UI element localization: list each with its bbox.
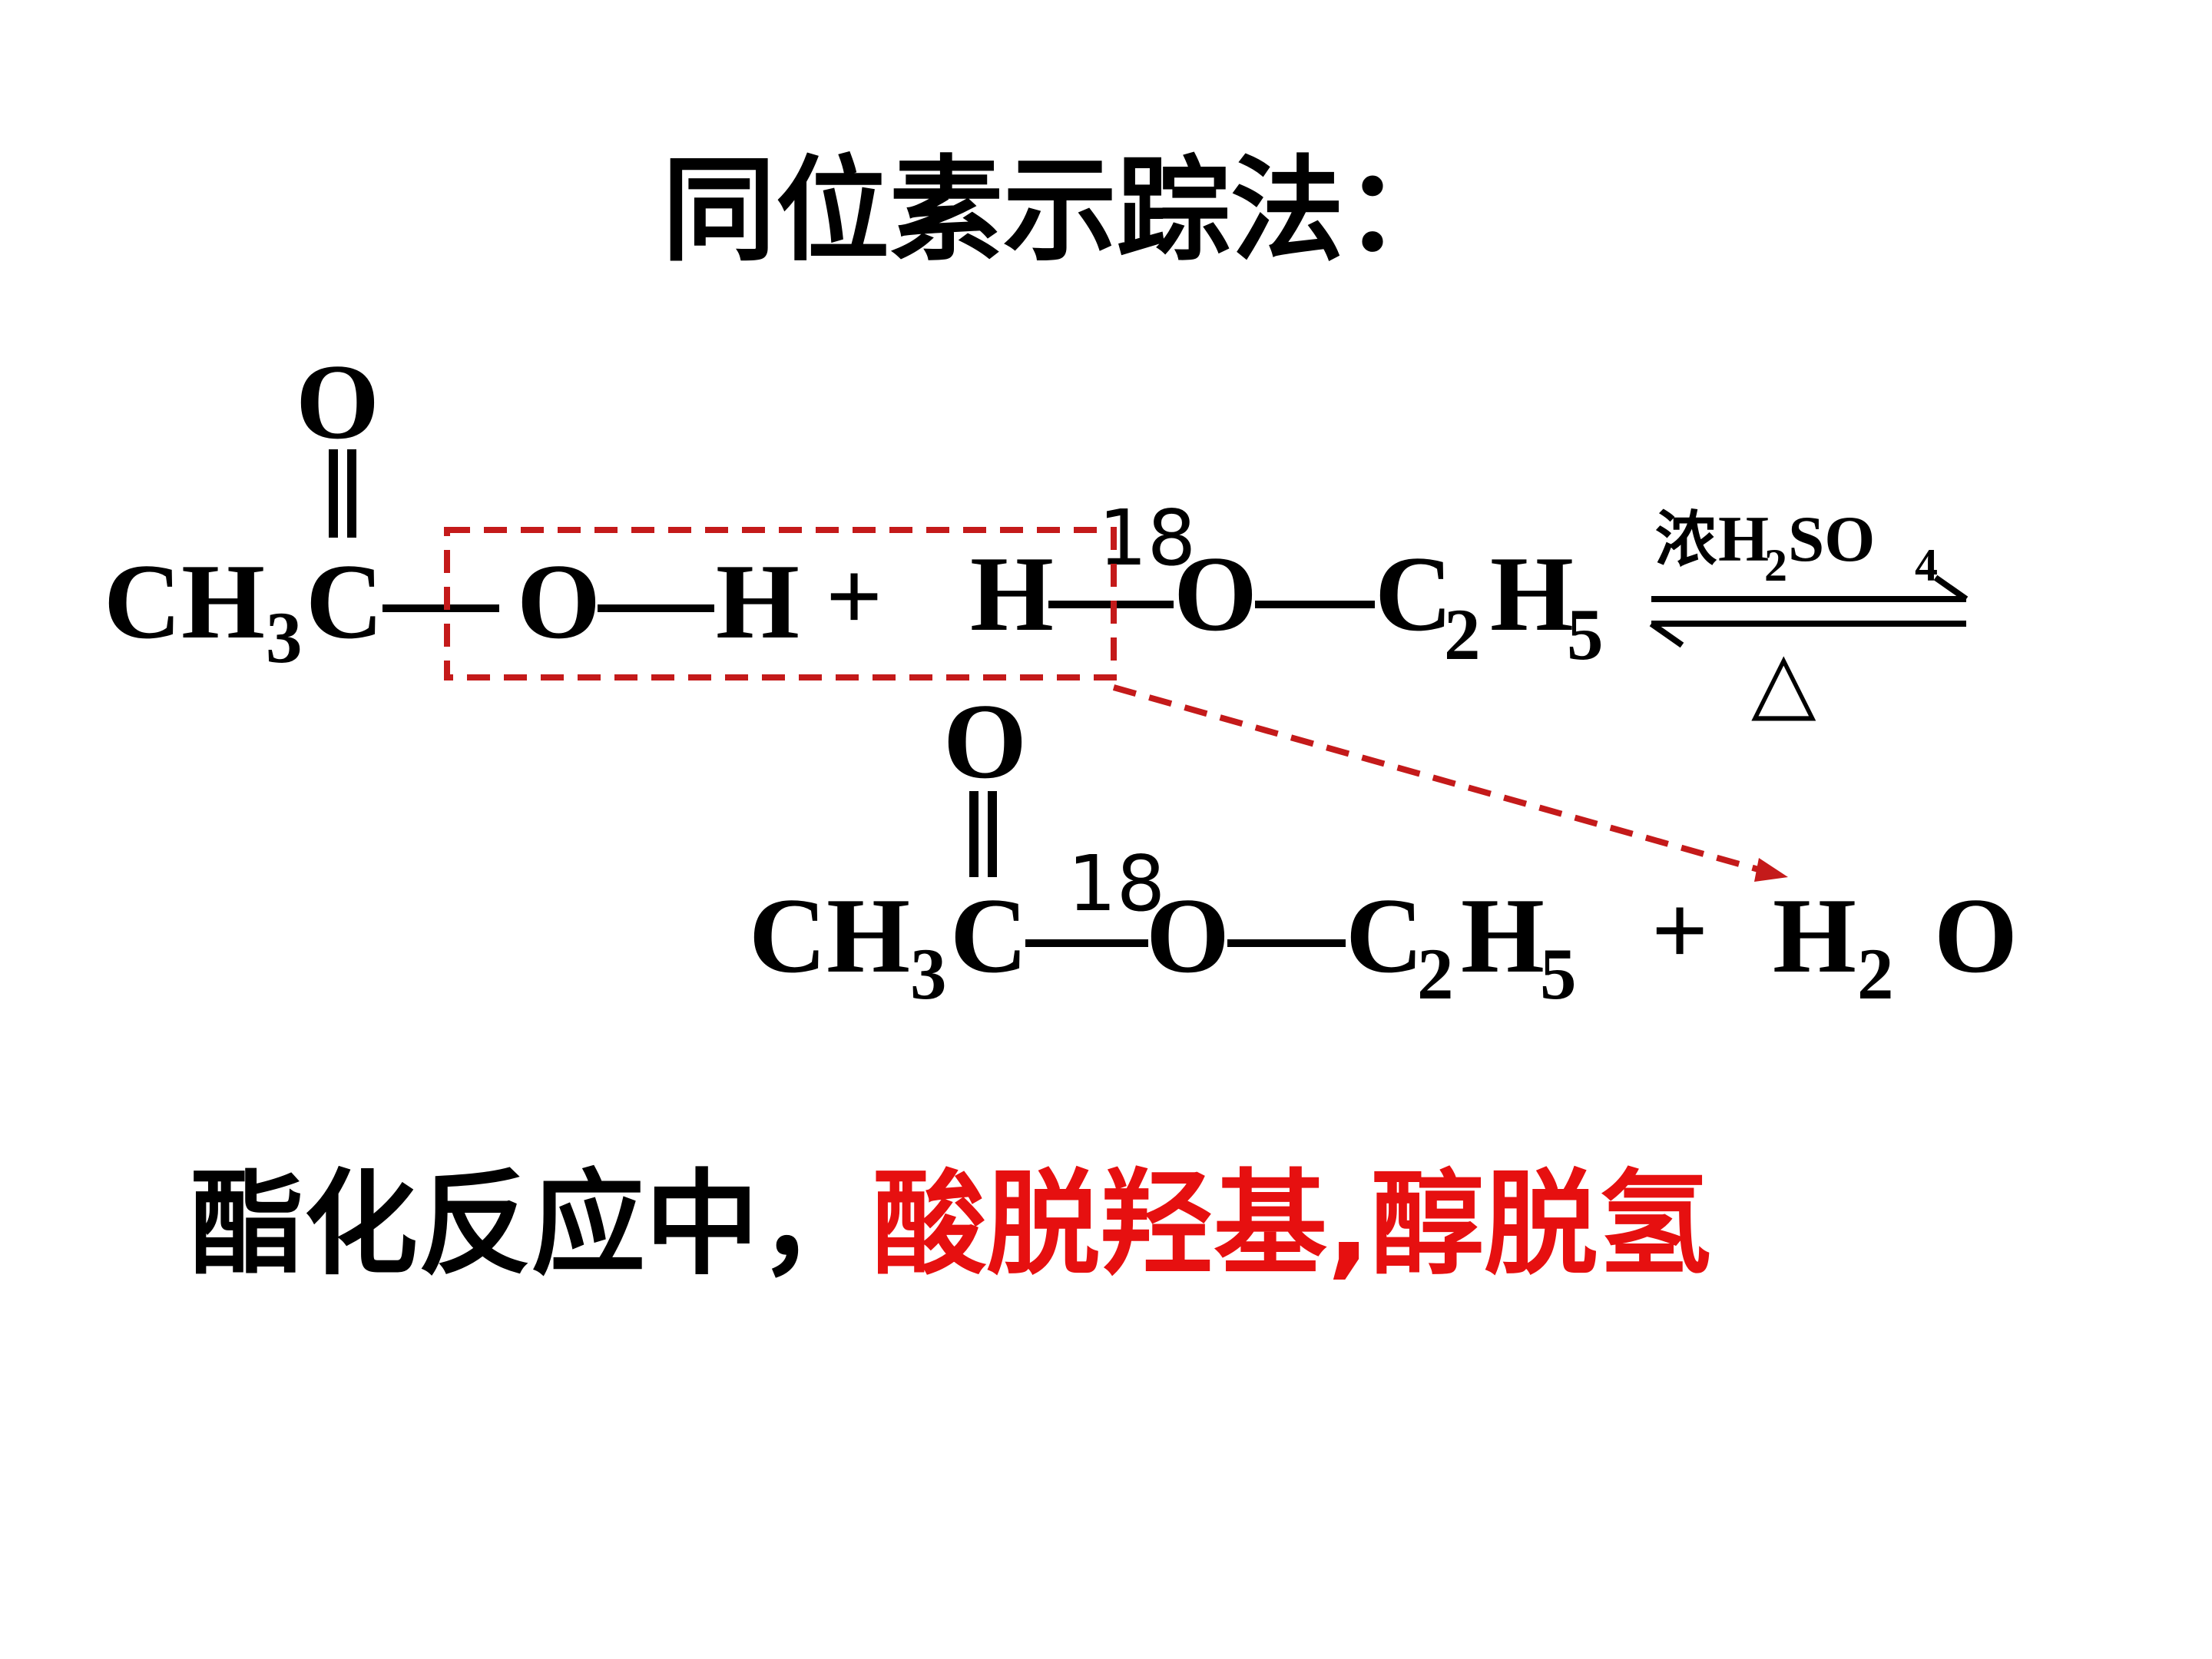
acid-hydroxyl-hydrogen: H [716,542,800,661]
acid-ch-subscript: 3 [266,597,303,678]
ester-carbonyl-oxygen: O [943,682,1027,801]
ester-ethyl-carbon: C [1346,876,1423,995]
alcohol-hydrogen-group: H [1490,535,1574,654]
catalyst-h-subscript: 2 [1764,540,1787,591]
heat-symbol: △ [1751,632,1816,730]
alcohol-carbon: C [1375,535,1452,654]
catalyst-so-subscript: 4 [1915,540,1938,591]
leaving-groups-box [444,527,1117,680]
ester-isotope-label: 18 [1068,839,1165,929]
catalyst-so: SO [1788,503,1875,575]
equilibrium-forward-barb [1933,575,1969,602]
water-oxygen: O [1934,876,2018,995]
alcohol-oxygen: O [1174,535,1257,654]
ester-carbon: C [950,876,1028,995]
acid-ch: CH [104,542,265,661]
conclusion-text: 酯化反应中，酸脱羟基,醇脱氢 [190,1158,1711,1290]
equilibrium-reverse-barb [1649,621,1684,648]
ester-ethyl-carbon-subscript: 2 [1417,933,1454,1015]
conclusion-prefix: 酯化反应中， [190,1158,873,1290]
water-hydrogen: H [1773,876,1856,995]
acid-carbon: C [306,542,383,661]
catalyst-h: H [1718,503,1769,575]
ester-ch-subscript: 3 [910,933,947,1015]
alcohol-hydrogen: H [970,535,1054,654]
conclusion-highlight: 酸脱羟基,醇脱氢 [873,1158,1711,1290]
acid-carbonyl-oxygen: O [296,343,379,462]
ester-ethyl-hydrogen-subscript: 5 [1540,933,1577,1015]
water-origin-arrow-line [1112,684,1768,875]
acid-hydroxyl-oxygen: O [517,542,601,661]
alcohol-hydrogen-subscript: 5 [1567,594,1604,675]
ester-oxygen: O [1146,876,1230,995]
product-plus: + [1651,876,1708,986]
water-hydrogen-subscript: 2 [1857,933,1894,1015]
reactant-plus: + [826,541,882,652]
water-origin-arrow-head [1754,858,1788,882]
page-title: 同位素示踪法： [662,144,1458,276]
ester-ethyl-hydrogen: H [1461,876,1545,995]
catalyst-chinese-label: 浓 [1655,504,1717,575]
alcohol-carbon-subscript: 2 [1444,594,1481,675]
ester-ch: CH [749,876,910,995]
